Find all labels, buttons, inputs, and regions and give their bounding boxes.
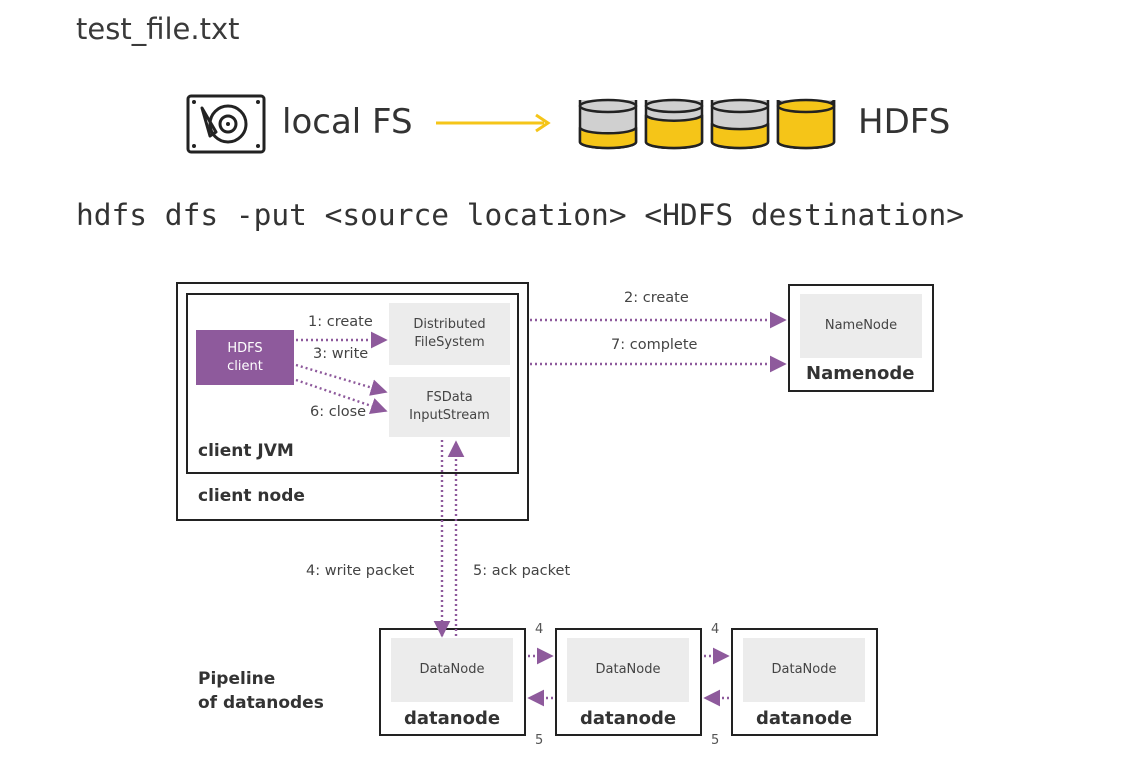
disk-icon-2: [644, 98, 704, 150]
pipeline-label-line1: Pipeline: [198, 669, 276, 689]
step-4-write-packet: 4: write packet: [306, 563, 415, 579]
datanode-label-2: datanode: [580, 708, 677, 729]
hdfs-client-line2: client: [227, 358, 263, 374]
fsdata-line2: InputStream: [409, 408, 490, 423]
pipe-back-num-1: 5: [535, 733, 544, 748]
namenode-inner-box: NameNode: [800, 294, 922, 358]
step-1-create: 1: create: [308, 314, 373, 330]
upload-arrow: [436, 113, 551, 133]
step-6-close: 6: close: [310, 404, 367, 420]
disk-icon-3: [710, 98, 770, 150]
datanode-box-3: [731, 628, 878, 736]
hard-drive-icon: [186, 94, 266, 154]
hdfs-client-box: HDFS client: [196, 330, 294, 385]
disk-icon-1: [578, 98, 638, 150]
step-2-create: 2: create: [624, 290, 689, 306]
namenode-box: [788, 284, 934, 392]
datanode-label-3: datanode: [756, 708, 853, 729]
pipe-back-num-2: 5: [711, 733, 720, 748]
client-node-label: client node: [198, 486, 305, 506]
put-command: hdfs dfs -put <source location> <HDFS de…: [76, 198, 965, 232]
hdfs-client-line1: HDFS: [227, 340, 263, 356]
datanode-inner-2: DataNode: [567, 638, 689, 702]
step-7-complete: 7: complete: [611, 337, 698, 353]
datanode-inner-3: DataNode: [743, 638, 865, 702]
distributed-fs-line2: FileSystem: [414, 335, 485, 350]
datanode-label-1: datanode: [404, 708, 501, 729]
client-jvm-box: [186, 293, 519, 474]
pipe-forward-num-1: 4: [535, 622, 544, 637]
step-3-write: 3: write: [313, 346, 369, 362]
hdfs-label: HDFS: [858, 102, 951, 142]
arrow-3-write: [295, 363, 388, 396]
fsdata-line1: FSData: [426, 390, 473, 406]
step-5-ack-packet: 5: ack packet: [473, 563, 571, 579]
namenode-label: Namenode: [806, 363, 915, 384]
pipeline-label: Pipeline of datanodes: [198, 667, 324, 715]
arrow-6-close: [295, 378, 388, 415]
datanode-box-1: [379, 628, 526, 736]
distributed-fs-line1: Distributed: [413, 317, 486, 333]
client-node-box: [176, 282, 529, 521]
datanode-inner-1: DataNode: [391, 638, 513, 702]
pipeline-label-line2: of datanodes: [198, 693, 324, 713]
hdfs-disks-icon: [578, 98, 836, 150]
pipe-forward-num-2: 4: [711, 622, 720, 637]
disk-icon-4: [776, 98, 836, 150]
client-jvm-label: client JVM: [198, 441, 294, 461]
file-name: test_file.txt: [76, 12, 240, 46]
datanode-box-2: [555, 628, 702, 736]
local-fs-label: local FS: [282, 102, 413, 142]
